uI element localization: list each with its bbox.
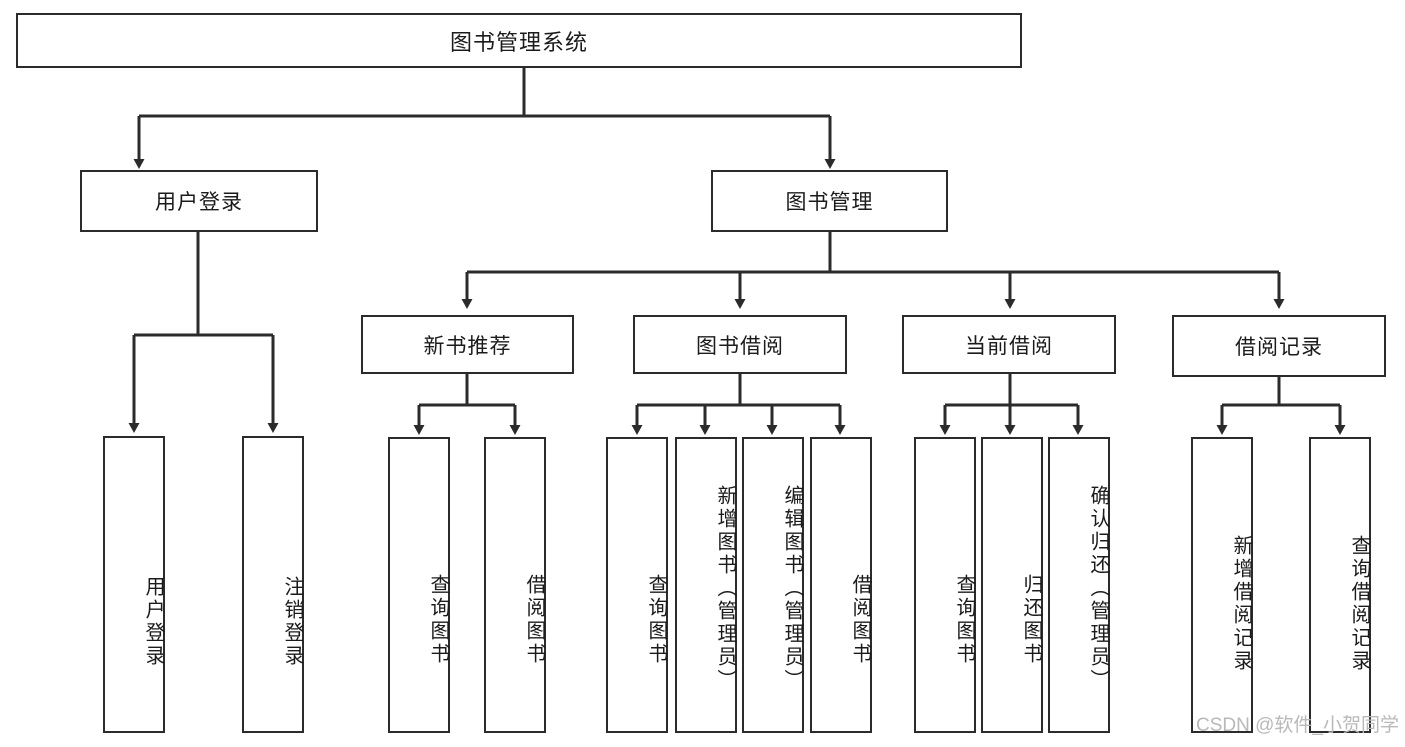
leaf-user-login-signout[interactable]: 注销登录	[242, 436, 304, 733]
node-label: 查询图书	[953, 574, 975, 666]
node-root-system[interactable]: 图书管理系统	[16, 13, 1022, 68]
leaf-current-borrow-confirm[interactable]: 确认归还（管理员）	[1048, 437, 1110, 733]
node-label: 当前借阅	[965, 334, 1053, 358]
node-new-book-recommend[interactable]: 新书推荐	[361, 315, 574, 374]
node-label: 借阅记录	[1235, 336, 1323, 359]
node-label: 编辑图书（管理员）	[781, 484, 803, 692]
leaf-user-login-signin[interactable]: 用户登录	[103, 436, 165, 733]
leaf-new-book-borrow[interactable]: 借阅图书	[484, 437, 546, 733]
leaf-current-borrow-query[interactable]: 查询图书	[914, 437, 976, 733]
node-label: 借阅图书	[849, 574, 871, 666]
node-label: 查询图书	[645, 574, 667, 666]
node-label: 查询图书	[427, 574, 449, 666]
node-label: 确认归还（管理员）	[1087, 484, 1109, 692]
node-label: 用户登录	[155, 191, 243, 214]
node-label: 新增图书（管理员）	[714, 484, 736, 692]
node-label: 图书管理系统	[449, 29, 588, 55]
node-label: 注销登录	[281, 576, 303, 668]
node-label: 借阅图书	[523, 574, 545, 666]
node-borrow-record[interactable]: 借阅记录	[1172, 315, 1386, 377]
node-label: 新增借阅记录	[1230, 535, 1252, 673]
leaf-book-borrow-query[interactable]: 查询图书	[606, 437, 668, 733]
leaf-borrow-record-add[interactable]: 新增借阅记录	[1191, 437, 1253, 733]
node-user-login[interactable]: 用户登录	[80, 170, 318, 232]
node-label: 查询借阅记录	[1348, 535, 1370, 673]
leaf-book-borrow-lend[interactable]: 借阅图书	[810, 437, 872, 733]
leaf-borrow-record-query[interactable]: 查询借阅记录	[1309, 437, 1371, 733]
leaf-book-borrow-edit[interactable]: 编辑图书（管理员）	[742, 437, 804, 733]
node-book-management[interactable]: 图书管理	[711, 170, 948, 232]
node-label: 归还图书	[1020, 574, 1042, 666]
leaf-new-book-query[interactable]: 查询图书	[388, 437, 450, 733]
node-current-borrow[interactable]: 当前借阅	[902, 315, 1116, 374]
node-label: 图书管理	[785, 191, 874, 214]
node-label: 新书推荐	[423, 334, 512, 358]
leaf-book-borrow-add[interactable]: 新增图书（管理员）	[675, 437, 737, 733]
node-label: 用户登录	[142, 576, 164, 668]
node-label: 图书借阅	[696, 334, 784, 358]
leaf-current-borrow-return[interactable]: 归还图书	[981, 437, 1043, 733]
node-book-borrow[interactable]: 图书借阅	[633, 315, 847, 374]
